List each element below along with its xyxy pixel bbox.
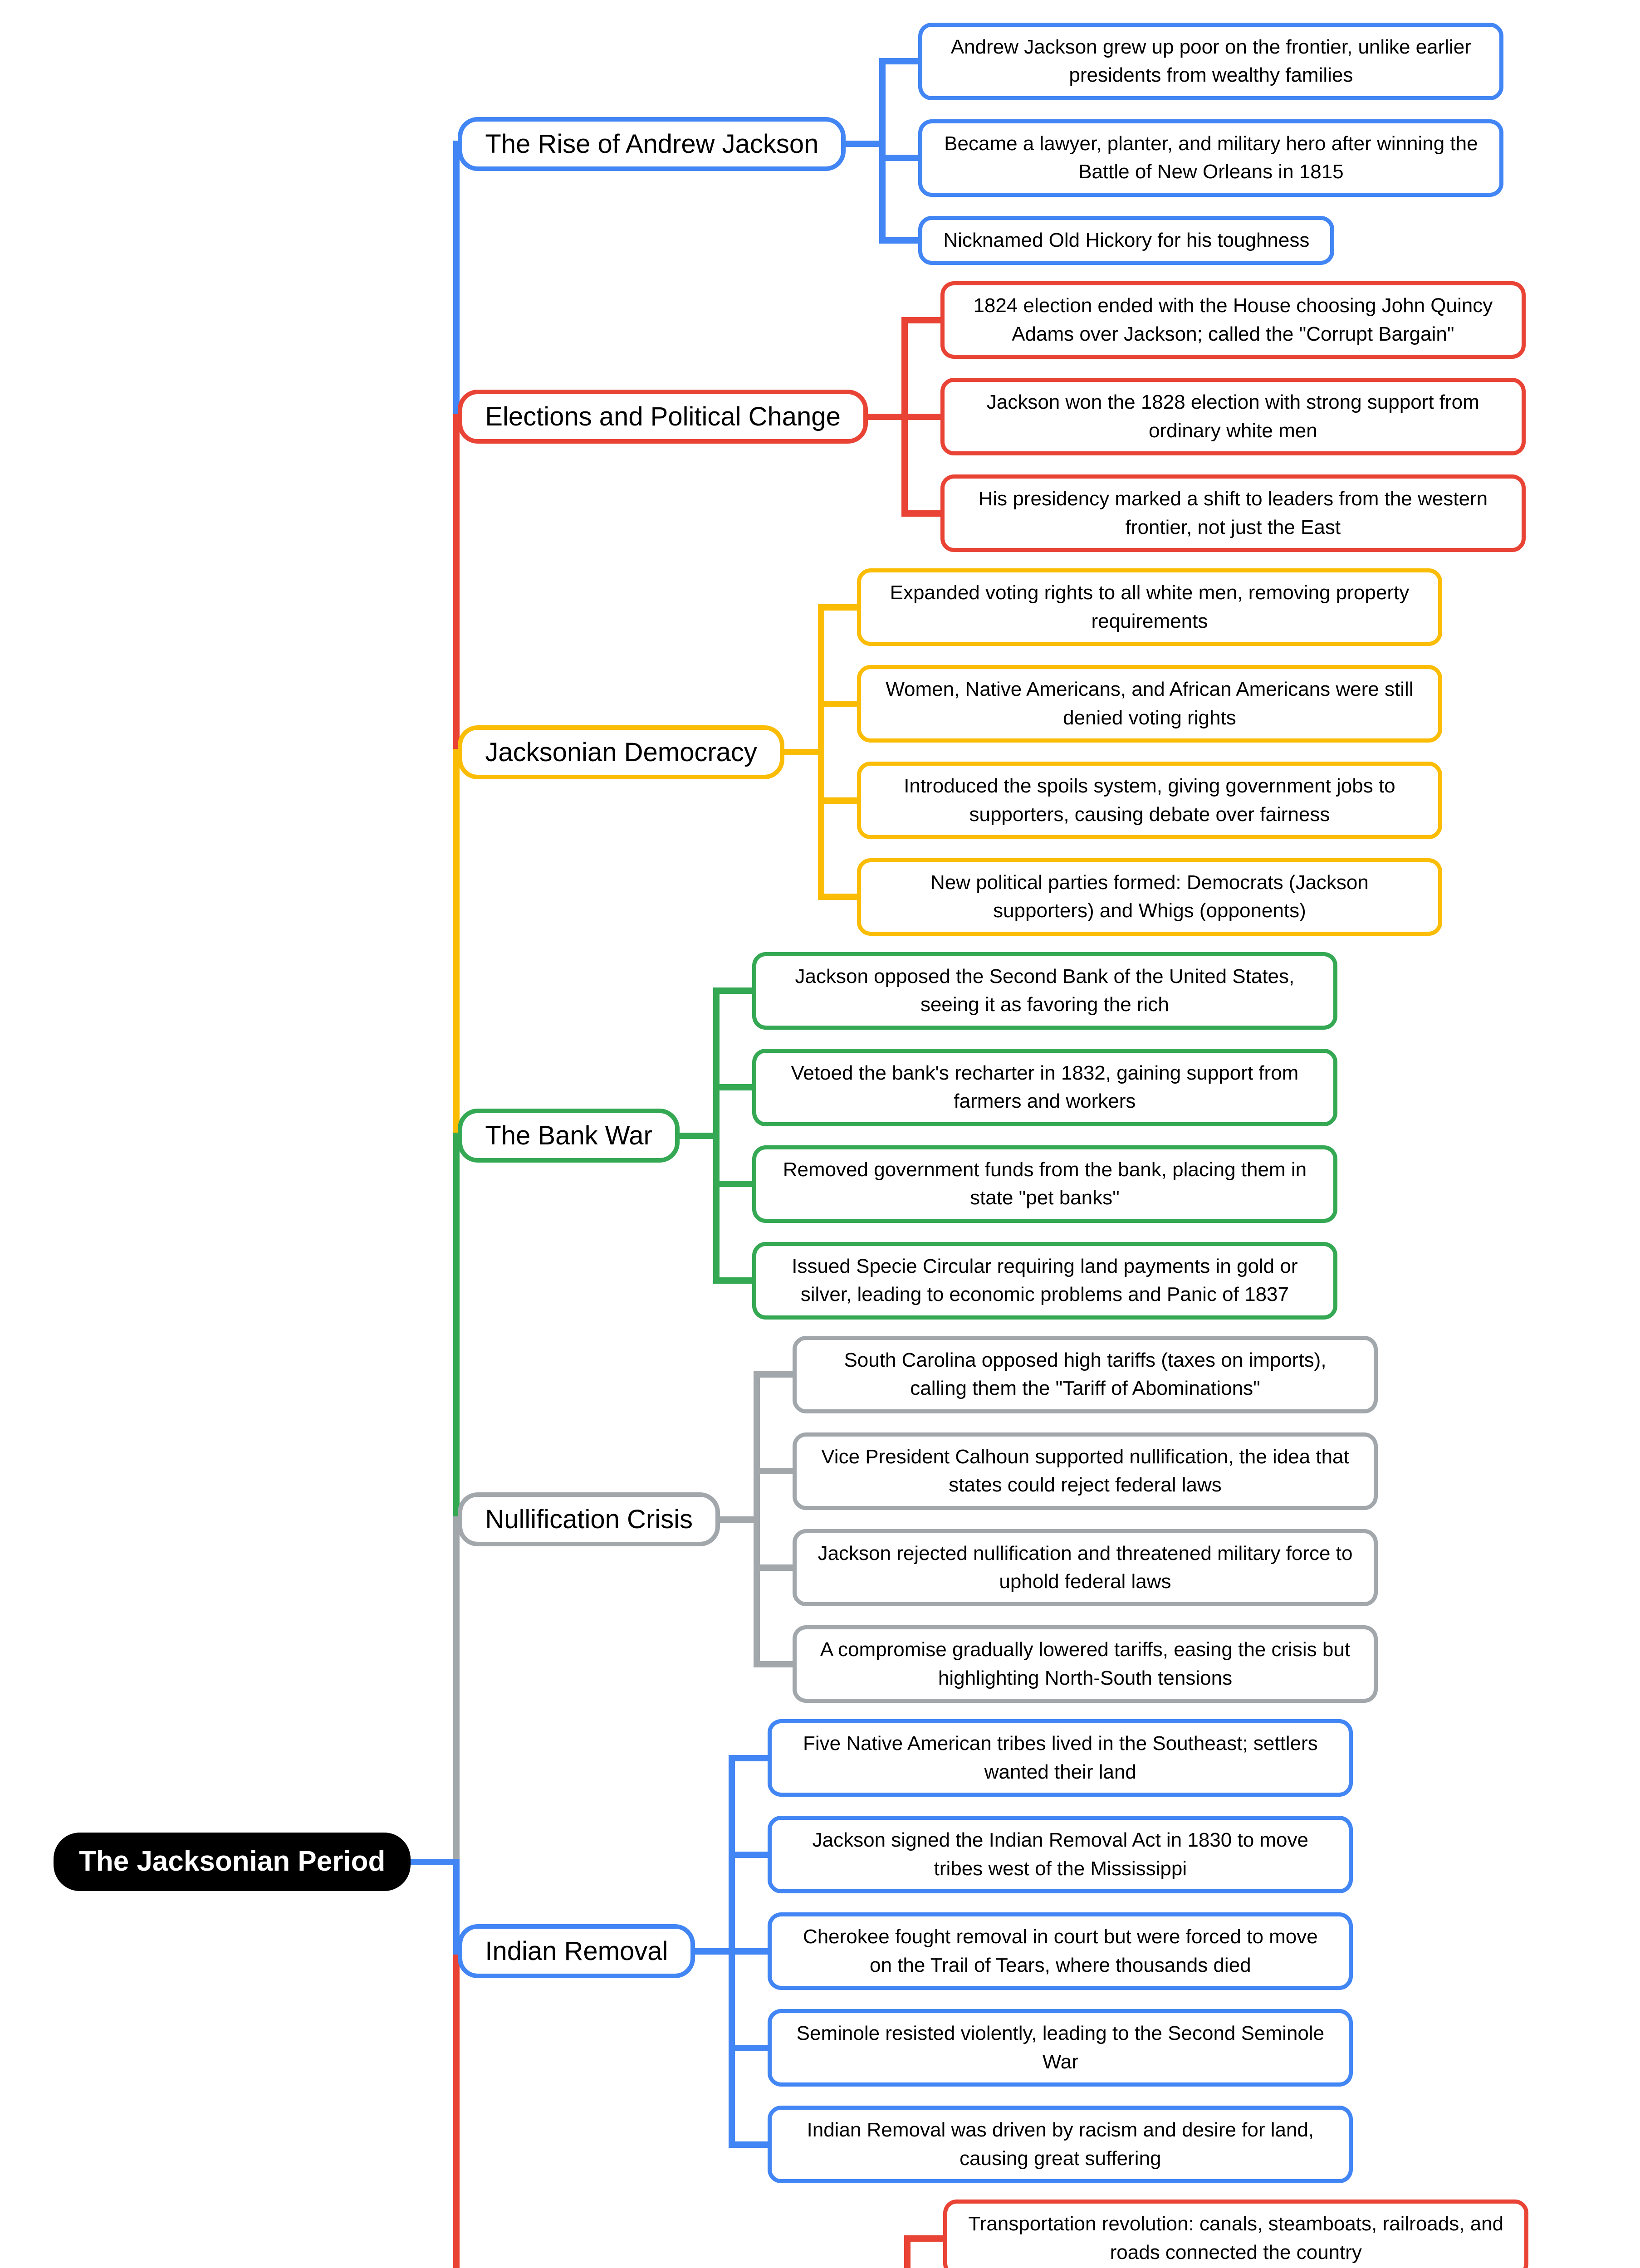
connector-line [408, 1858, 460, 1865]
connector-line [729, 2141, 771, 2148]
connector-line [754, 1371, 795, 1378]
connector-line [879, 237, 921, 244]
leaf-list: Five Native American tribes lived in the… [768, 1719, 1353, 2184]
leaf-node: New political parties formed: Democrats … [857, 858, 1442, 936]
connector-line [754, 1371, 760, 1667]
connector-line [692, 1948, 735, 1955]
leaf-node: Five Native American tribes lived in the… [768, 1719, 1353, 1797]
leaf-node: Cherokee fought removal in court but wer… [768, 1912, 1353, 1990]
connector-line [818, 894, 860, 900]
leaf-node: Issued Specie Circular requiring land pa… [752, 1242, 1337, 1320]
connector-line [754, 1468, 795, 1475]
connector-line [754, 1564, 795, 1571]
branch-group: Nullification Crisis South Carolina oppos… [458, 1335, 1528, 1703]
connector-line [713, 987, 755, 994]
branch-group: Indian Removal Five Native American tribe… [458, 1719, 1528, 2184]
leaf-node: His presidency marked a shift to leaders… [940, 474, 1526, 552]
branch-group: Elections and Political Change 1824 elect… [458, 281, 1528, 552]
connector-line [879, 58, 921, 65]
connector-line [729, 2044, 771, 2051]
connector-line [729, 1851, 771, 1858]
leaf-node: Vice President Calhoun supported nullifi… [793, 1432, 1378, 1510]
connector-line [713, 1277, 755, 1284]
leaf-node: Jackson opposed the Second Bank of the U… [752, 952, 1337, 1030]
connector-line [818, 700, 860, 707]
connector-line [729, 1755, 771, 1761]
leaf-node: Removed government funds from the bank, … [752, 1145, 1337, 1223]
connector-line [713, 1084, 755, 1091]
branch-label: Nullification Crisis [458, 1492, 720, 1547]
leaf-node: Jackson rejected nullification and threa… [793, 1529, 1378, 1607]
connector-line [901, 510, 943, 517]
branch-label: The Bank War [458, 1109, 680, 1163]
leaf-list: Expanded voting rights to all white men,… [857, 568, 1442, 936]
leaf-node: Nicknamed Old Hickory for his toughness [918, 215, 1335, 265]
connector-line [717, 1516, 760, 1523]
leaf-node: Indian Removal was driven by racism and … [768, 2106, 1353, 2184]
connector-line [818, 604, 824, 900]
branch-group: Jacksonian Democracy Expanded voting righ… [458, 568, 1528, 936]
leaf-node: Transportation revolution: canals, steam… [943, 2200, 1529, 2268]
branch-group: The Bank War Jackson opposed the Second B… [458, 952, 1528, 1320]
branches-container: The Rise of Andrew Jackson Andrew Jackson… [458, 23, 1529, 2268]
connector-line [901, 317, 943, 323]
connector-line [843, 141, 886, 147]
leaf-list: Transportation revolution: canals, steam… [943, 2200, 1529, 2268]
connector-line [453, 1516, 460, 1865]
leaf-node: Seminole resisted violently, leading to … [768, 2009, 1353, 2087]
branch-label: Elections and Political Change [458, 390, 868, 444]
leaf-list: Jackson opposed the Second Bank of the U… [752, 952, 1337, 1320]
connector-line [879, 155, 921, 161]
connector-line [729, 1948, 771, 1955]
branch-group: The Rise of Andrew Jackson Andrew Jackson… [458, 23, 1528, 265]
connector-line [879, 58, 886, 244]
connector-line [781, 749, 824, 756]
leaf-node: 1824 election ended with the House choos… [940, 281, 1526, 359]
branch-label: Jacksonian Democracy [458, 725, 784, 779]
branch-label: The Rise of Andrew Jackson [458, 117, 846, 171]
connector-line [818, 604, 860, 611]
leaf-list: Andrew Jackson grew up poor on the front… [918, 23, 1504, 265]
leaf-node: Vetoed the bank's recharter in 1832, gai… [752, 1048, 1337, 1126]
connector-line [865, 413, 908, 420]
leaf-node: Jackson won the 1828 election with stron… [940, 378, 1526, 456]
central-topic-node: The Jacksonian Period [54, 1833, 411, 1891]
connector-line [754, 1661, 795, 1667]
connector-line [818, 797, 860, 804]
leaf-list: 1824 election ended with the House choos… [940, 281, 1526, 552]
connector-line [676, 1132, 720, 1139]
leaf-node: Andrew Jackson grew up poor on the front… [918, 23, 1504, 100]
leaf-node: South Carolina opposed high tariffs (tax… [793, 1335, 1378, 1413]
connector-line [901, 413, 943, 420]
connector-line [904, 2235, 911, 2268]
leaf-node: Expanded voting rights to all white men,… [857, 568, 1442, 646]
connector-line [453, 1858, 460, 1955]
connector-line [713, 1181, 755, 1188]
leaf-node: Women, Native Americans, and African Ame… [857, 665, 1442, 743]
connector-line [904, 2235, 946, 2242]
leaf-node: Jackson signed the Indian Removal Act in… [768, 1816, 1353, 1894]
branch-group: Economic and Social ChangesTransportatio… [458, 2200, 1529, 2268]
branch-label: Indian Removal [458, 1924, 695, 1979]
leaf-node: Became a lawyer, planter, and military h… [918, 119, 1504, 197]
leaf-node: A compromise gradually lowered tariffs, … [793, 1625, 1378, 1703]
connector-line [713, 987, 720, 1284]
leaf-node: Introduced the spoils system, giving gov… [857, 762, 1442, 839]
leaf-list: South Carolina opposed high tariffs (tax… [793, 1335, 1378, 1703]
